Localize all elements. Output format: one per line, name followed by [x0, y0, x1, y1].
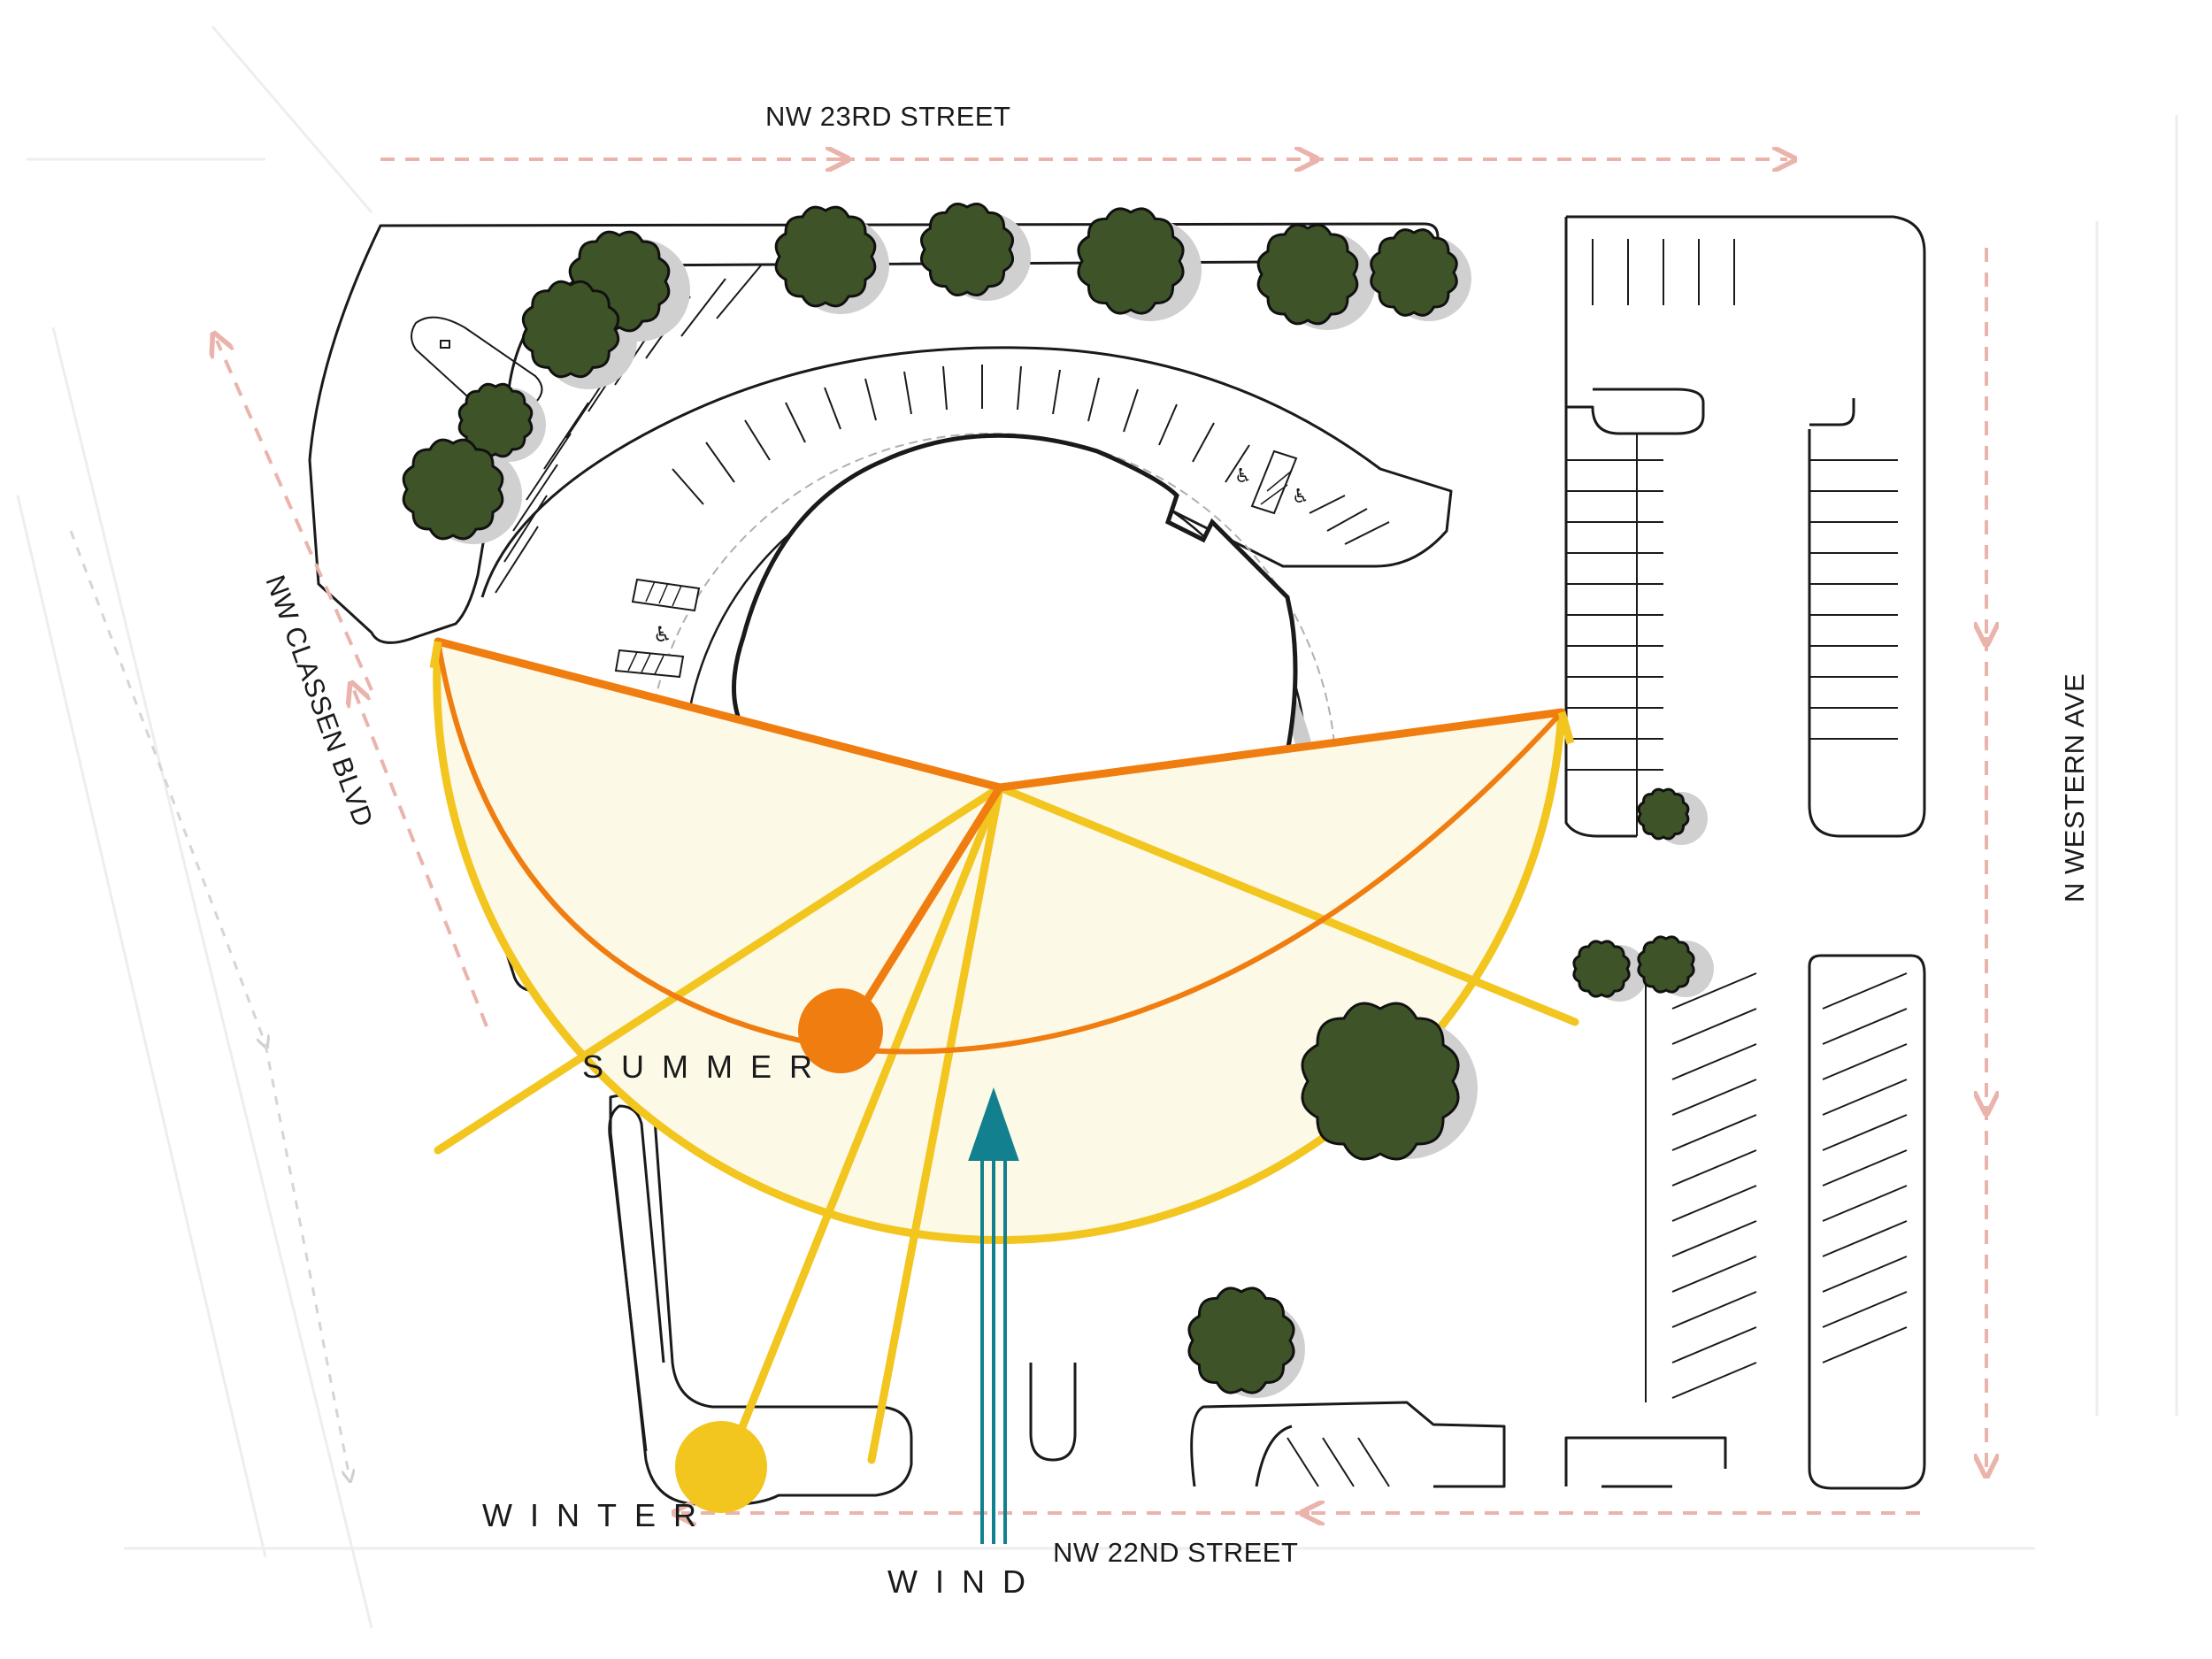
sun-analysis — [429, 637, 1579, 1473]
wind-arrow — [968, 1087, 1019, 1544]
site-outlines — [308, 215, 1926, 1506]
arrow-up-icon — [968, 1087, 1019, 1161]
wheelchair-icon: ♿ — [1292, 486, 1310, 508]
street-label-south: NW 22ND STREET — [1053, 1537, 1298, 1568]
tree-icon — [457, 382, 534, 458]
tree-icon — [1077, 207, 1185, 315]
tree-icon — [919, 202, 1015, 297]
wheelchair-icon: ♿ — [1234, 465, 1252, 488]
tree-icon — [1256, 223, 1359, 326]
parking-stalls — [495, 239, 1908, 1487]
street-label-north: NW 23RD STREET — [765, 101, 1010, 132]
tree-icon — [1637, 935, 1695, 994]
sun-zone-fill — [436, 641, 1562, 1240]
tree-icon — [1370, 228, 1458, 317]
summer-sun-marker — [798, 988, 883, 1073]
tree-icon — [1187, 1286, 1295, 1394]
summer-label: SUMMER — [582, 1048, 830, 1085]
winter-label: WINTER — [482, 1497, 714, 1533]
street-label-west: NW CLASSEN BLVD — [259, 571, 379, 831]
street-label-east: N WESTERN AVE — [2059, 673, 2090, 902]
tree-icon — [1637, 787, 1690, 841]
east-parking-lot — [1566, 215, 1926, 838]
tree-icon — [402, 438, 504, 541]
wind-label: WIND — [887, 1563, 1043, 1600]
accessible-stalls: ♿ ♿ ♿ — [614, 449, 1310, 679]
tree-icon — [521, 280, 620, 379]
tree-icon — [774, 205, 877, 308]
west-traffic-arrow — [354, 690, 488, 1027]
traffic-arrows — [217, 159, 1986, 1513]
context-lines — [16, 26, 2178, 1629]
tree-icon — [1572, 940, 1631, 998]
tree-icon — [1301, 1002, 1460, 1161]
wheelchair-icon: ♿ — [653, 622, 672, 647]
winter-sun-path — [433, 637, 1579, 1473]
tree-canopies — [402, 202, 1695, 1394]
winter-sun-marker — [675, 1421, 767, 1513]
